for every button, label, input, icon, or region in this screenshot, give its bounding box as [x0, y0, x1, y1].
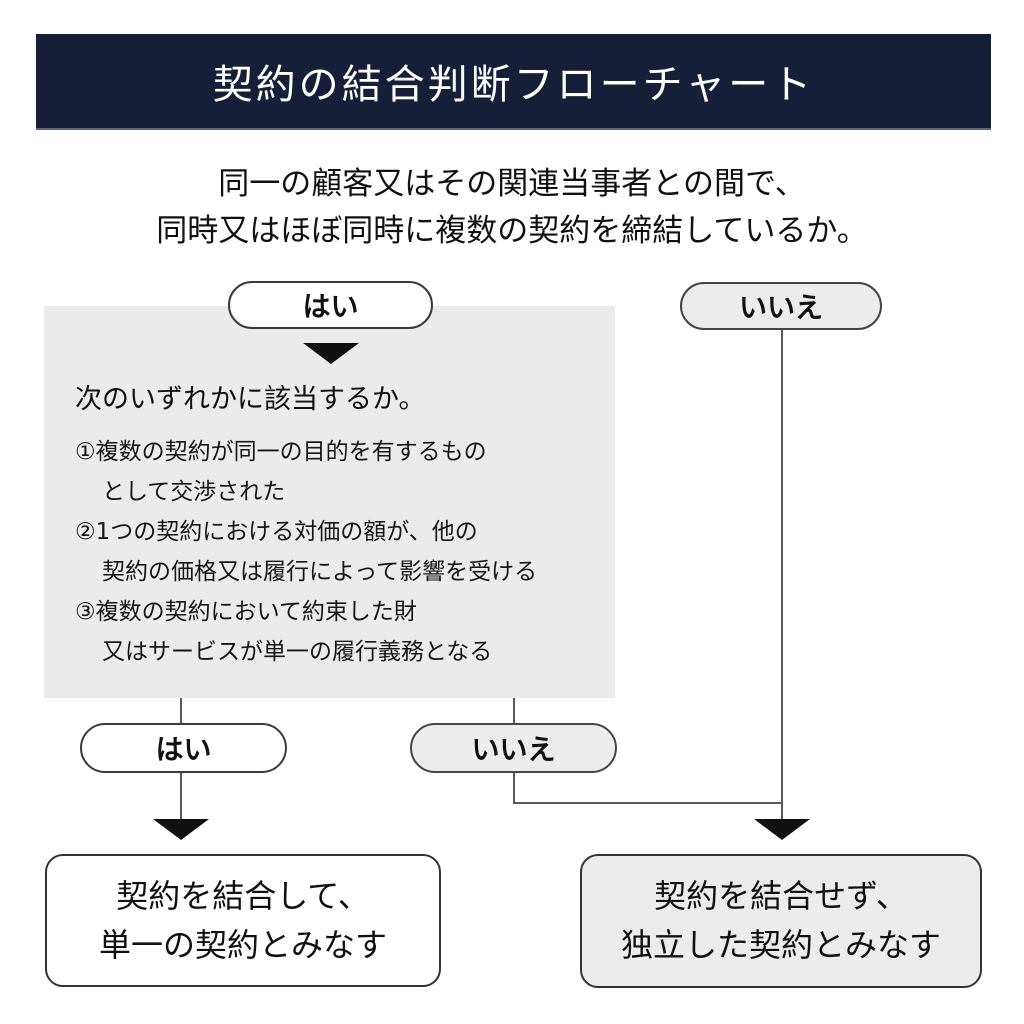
node-yes-bottom: はい — [80, 723, 287, 773]
criteria-item-1-line2: として交渉された — [102, 479, 286, 505]
node-no-top: いいえ — [680, 282, 882, 330]
criteria-list: ①複数の契約が同一の目的を有するもの として交渉された ②1つの契約における対価… — [75, 432, 537, 672]
node-yes-bottom-label: はい — [155, 733, 212, 766]
connector-no-top-down — [781, 329, 783, 820]
arrow-down-icon — [153, 819, 209, 840]
criteria-item-2-line2: 契約の価格又は履行によって影響を受ける — [102, 559, 538, 585]
criteria-item-3-line2: 又はサービスが単一の履行義務となる — [102, 639, 493, 665]
node-yes-top: はい — [228, 281, 433, 329]
result-separate-box: 契約を結合せず、 独立した契約とみなす — [580, 854, 982, 988]
criteria-heading: 次のいずれかに該当するか。 — [75, 384, 426, 415]
node-yes-top-label: はい — [302, 290, 359, 323]
criteria-panel — [44, 306, 615, 698]
criteria-item-2-line1: ②1つの契約における対価の額が、他の — [75, 519, 478, 545]
root-question-line1: 同一の顧客又はその関連当事者との間で、 — [218, 166, 806, 202]
result-separate-line1: 契約を結合せず、 — [654, 877, 908, 915]
connector-no-elbow — [513, 802, 783, 804]
result-combine-line2: 単一の契約とみなす — [98, 925, 387, 964]
connector-panel-to-yes — [180, 698, 182, 724]
node-no-top-label: いいえ — [738, 291, 823, 324]
criteria-item-3-line1: ③複数の契約において約束した財 — [75, 599, 417, 625]
result-combine-box: 契約を結合して、 単一の契約とみなす — [45, 854, 441, 987]
node-no-bottom-label: いいえ — [471, 733, 556, 766]
root-question: 同一の顧客又はその関連当事者との間で、 同時又はほぼ同時に複数の契約を締結してい… — [0, 161, 1024, 255]
result-separate-line2: 独立した契約とみなす — [620, 926, 941, 964]
connector-panel-to-no — [513, 698, 515, 724]
flowchart-title: 契約の結合判断フローチャート — [212, 62, 815, 108]
flowchart-title-bar: 契約の結合判断フローチャート — [36, 34, 991, 130]
connector-no-bottom-down — [513, 772, 515, 804]
arrow-down-icon — [754, 819, 810, 840]
arrow-down-icon — [303, 343, 359, 364]
result-combine-line1: 契約を結合して、 — [116, 876, 370, 915]
connector-yes-down — [180, 772, 182, 820]
root-question-line2: 同時又はほぼ同時に複数の契約を締結しているか。 — [156, 213, 868, 249]
node-no-bottom: いいえ — [410, 723, 617, 773]
criteria-item-1-line1: ①複数の契約が同一の目的を有するもの — [75, 439, 487, 465]
